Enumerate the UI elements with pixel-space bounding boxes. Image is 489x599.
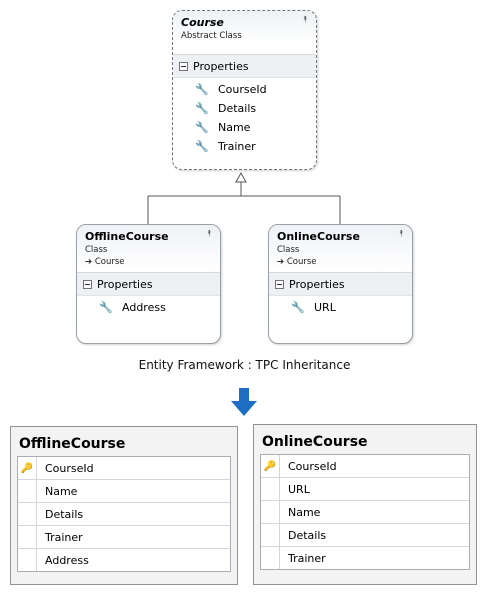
offline-course-class-header: OfflineCourse Class ➔ Course ⯭ (77, 225, 220, 272)
minus-box-icon[interactable] (83, 279, 92, 289)
base-class-label: ➔ Course (85, 257, 125, 267)
wrench-icon: 🔧 (195, 140, 209, 153)
properties-section-header[interactable]: Properties (77, 272, 220, 296)
column-name: Trainer (45, 530, 83, 544)
properties-section-header[interactable]: Properties (173, 54, 316, 78)
online-course-class-header: OnlineCourse Class ➔ Course ⯭ (269, 225, 412, 272)
row-selector (18, 526, 37, 548)
row-selector (261, 547, 280, 569)
inheritance-triangle (235, 171, 247, 183)
property-item[interactable]: 🔧 Name (173, 118, 316, 137)
wrench-icon: 🔧 (195, 102, 209, 115)
course-class-box[interactable]: Course Abstract Class ⯭ Properties 🔧 Cour… (172, 10, 317, 170)
wrench-icon: 🔧 (195, 83, 209, 96)
row-selector (18, 480, 37, 502)
diagram-caption: Entity Framework : TPC Inheritance (138, 358, 351, 372)
section-label: Properties (193, 59, 249, 73)
chevron-double-up-icon[interactable]: ⯭ (398, 229, 404, 239)
property-list: 🔧 URL (269, 296, 412, 321)
chevron-double-up-icon[interactable]: ⯭ (302, 15, 308, 25)
property-label: URL (314, 301, 336, 314)
class-title: Course (181, 16, 224, 29)
class-stereotype: Class (277, 245, 300, 255)
wrench-icon: 🔧 (195, 121, 209, 134)
column-name: Trainer (288, 551, 326, 565)
column-name: Name (288, 505, 321, 519)
table-row[interactable]: Name (18, 480, 230, 503)
class-title: OnlineCourse (277, 230, 360, 243)
table-row[interactable]: 🔑 CourseId (18, 457, 230, 480)
chevron-double-up-icon[interactable]: ⯭ (206, 229, 212, 239)
table-row[interactable]: 🔑 CourseId (261, 455, 469, 478)
column-grid: 🔑 CourseId Name Details Trainer Address (17, 456, 231, 572)
inherit-arrow-icon: ➔ (85, 257, 93, 267)
column-name: URL (288, 482, 310, 496)
column-name: Name (45, 484, 78, 498)
property-label: Name (218, 121, 251, 134)
property-item[interactable]: 🔧 CourseId (173, 80, 316, 99)
row-selector (18, 549, 37, 571)
column-name: Details (288, 528, 327, 542)
table-row[interactable]: Trainer (18, 526, 230, 549)
offline-course-table[interactable]: OfflineCourse 🔑 CourseId Name Details Tra… (10, 426, 238, 585)
column-grid: 🔑 CourseId URL Name Details Trainer (260, 454, 470, 570)
row-selector (261, 524, 280, 546)
property-list: 🔧 CourseId 🔧 Details 🔧 Name 🔧 Trainer (173, 78, 316, 160)
inheritance-connector (147, 171, 341, 224)
key-icon: 🔑 (18, 457, 37, 479)
property-item[interactable]: 🔧 URL (269, 298, 412, 317)
column-name: CourseId (288, 459, 337, 473)
base-class-label: ➔ Course (277, 257, 317, 267)
table-title: OnlineCourse (262, 434, 368, 450)
course-class-header: Course Abstract Class ⯭ (173, 11, 316, 46)
property-label: Address (122, 301, 166, 314)
table-row[interactable]: Details (261, 524, 469, 547)
property-item[interactable]: 🔧 Trainer (173, 137, 316, 156)
class-stereotype: Class (85, 245, 108, 255)
online-course-table[interactable]: OnlineCourse 🔑 CourseId URL Name Details … (253, 424, 477, 585)
column-name: Address (45, 553, 89, 567)
table-title: OfflineCourse (19, 436, 126, 452)
minus-box-icon[interactable] (275, 279, 284, 289)
column-name: Details (45, 507, 84, 521)
column-name: CourseId (45, 461, 94, 475)
inherit-arrow-icon: ➔ (277, 257, 285, 267)
section-label: Properties (97, 277, 153, 291)
section-label: Properties (289, 277, 345, 291)
property-label: CourseId (218, 83, 267, 96)
property-item[interactable]: 🔧 Details (173, 99, 316, 118)
minus-box-icon[interactable] (179, 61, 188, 71)
row-selector (18, 503, 37, 525)
class-title: OfflineCourse (85, 230, 169, 243)
key-icon: 🔑 (261, 455, 280, 477)
class-stereotype: Abstract Class (181, 31, 242, 41)
table-row[interactable]: Address (18, 549, 230, 571)
table-row[interactable]: Name (261, 501, 469, 524)
row-selector (261, 501, 280, 523)
property-label: Trainer (218, 140, 256, 153)
offline-course-class-box[interactable]: OfflineCourse Class ➔ Course ⯭ Propertie… (76, 224, 221, 344)
property-label: Details (218, 102, 257, 115)
property-list: 🔧 Address (77, 296, 220, 321)
table-row[interactable]: Trainer (261, 547, 469, 569)
wrench-icon: 🔧 (99, 301, 113, 314)
table-row[interactable]: URL (261, 478, 469, 501)
property-item[interactable]: 🔧 Address (77, 298, 220, 317)
wrench-icon: 🔧 (291, 301, 305, 314)
table-row[interactable]: Details (18, 503, 230, 526)
row-selector (261, 478, 280, 500)
down-arrow-icon (231, 388, 257, 416)
properties-section-header[interactable]: Properties (269, 272, 412, 296)
online-course-class-box[interactable]: OnlineCourse Class ➔ Course ⯭ Properties… (268, 224, 413, 344)
